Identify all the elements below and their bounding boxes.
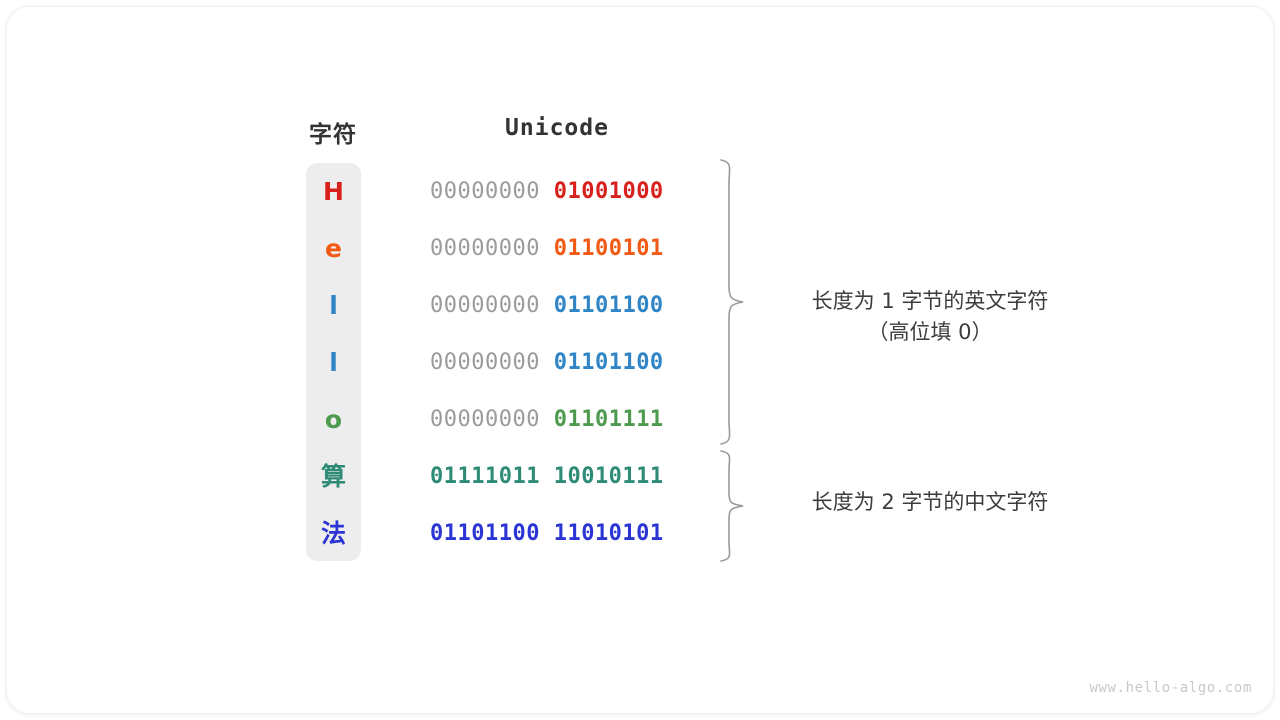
- row-character: l: [329, 348, 338, 377]
- row-character: o: [324, 405, 343, 434]
- row-binary-high: 00000000: [430, 407, 554, 432]
- row-binary-low: 01100101: [553, 236, 664, 261]
- row-character: l: [329, 291, 338, 320]
- encoding-row: H 00000000 01001000: [0, 163, 1280, 220]
- column-header-character: 字符: [309, 122, 357, 148]
- row-binary-low: 01101100: [553, 350, 664, 375]
- encoding-row: l 00000000 01101100: [0, 334, 1280, 391]
- row-binary: 00000000 01101100: [430, 277, 664, 334]
- row-binary-low: 01101100 11010101: [430, 521, 664, 546]
- encoding-row: e 00000000 01100101: [0, 220, 1280, 277]
- annotation-one-byte-line2: （高位填 0）: [867, 320, 993, 344]
- brace-one-byte: [720, 159, 744, 445]
- row-binary: 01101100 11010101: [430, 505, 664, 562]
- row-character: H: [323, 177, 344, 206]
- row-character: e: [325, 234, 342, 263]
- row-binary-high: 00000000: [430, 179, 554, 204]
- row-binary: 01111011 10010111: [430, 448, 664, 505]
- encoding-row: l 00000000 01101100: [0, 277, 1280, 334]
- annotation-two-byte: 长度为 2 字节的中文字符: [784, 487, 1076, 518]
- row-binary-high: 00000000: [430, 293, 554, 318]
- row-binary-low: 01111011 10010111: [430, 464, 664, 489]
- row-binary-high: 00000000: [430, 350, 554, 375]
- encoding-row: 法 01101100 11010101: [0, 505, 1280, 562]
- column-header-unicode: Unicode: [505, 115, 609, 141]
- annotation-two-byte-line1: 长度为 2 字节的中文字符: [811, 490, 1049, 514]
- annotation-one-byte-line1: 长度为 1 字节的英文字符: [811, 289, 1049, 313]
- character-column-strip: [306, 163, 361, 561]
- row-binary-high: 00000000: [430, 236, 554, 261]
- row-character: 算: [320, 462, 346, 491]
- row-binary: 00000000 01100101: [430, 220, 664, 277]
- encoding-row: o 00000000 01101111: [0, 391, 1280, 448]
- row-binary-low: 01101100: [553, 293, 664, 318]
- encoding-row: 算 01111011 10010111: [0, 448, 1280, 505]
- row-binary-low: 01101111: [553, 407, 664, 432]
- row-binary: 00000000 01101100: [430, 334, 664, 391]
- annotation-one-byte: 长度为 1 字节的英文字符 （高位填 0）: [784, 286, 1076, 348]
- row-binary: 00000000 01001000: [430, 163, 664, 220]
- row-binary-low: 01001000: [553, 179, 664, 204]
- watermark: www.hello-algo.com: [1089, 680, 1252, 696]
- row-character: 法: [320, 519, 346, 548]
- diagram-card: [7, 7, 1273, 713]
- row-binary: 00000000 01101111: [430, 391, 664, 448]
- brace-two-byte: [720, 450, 744, 562]
